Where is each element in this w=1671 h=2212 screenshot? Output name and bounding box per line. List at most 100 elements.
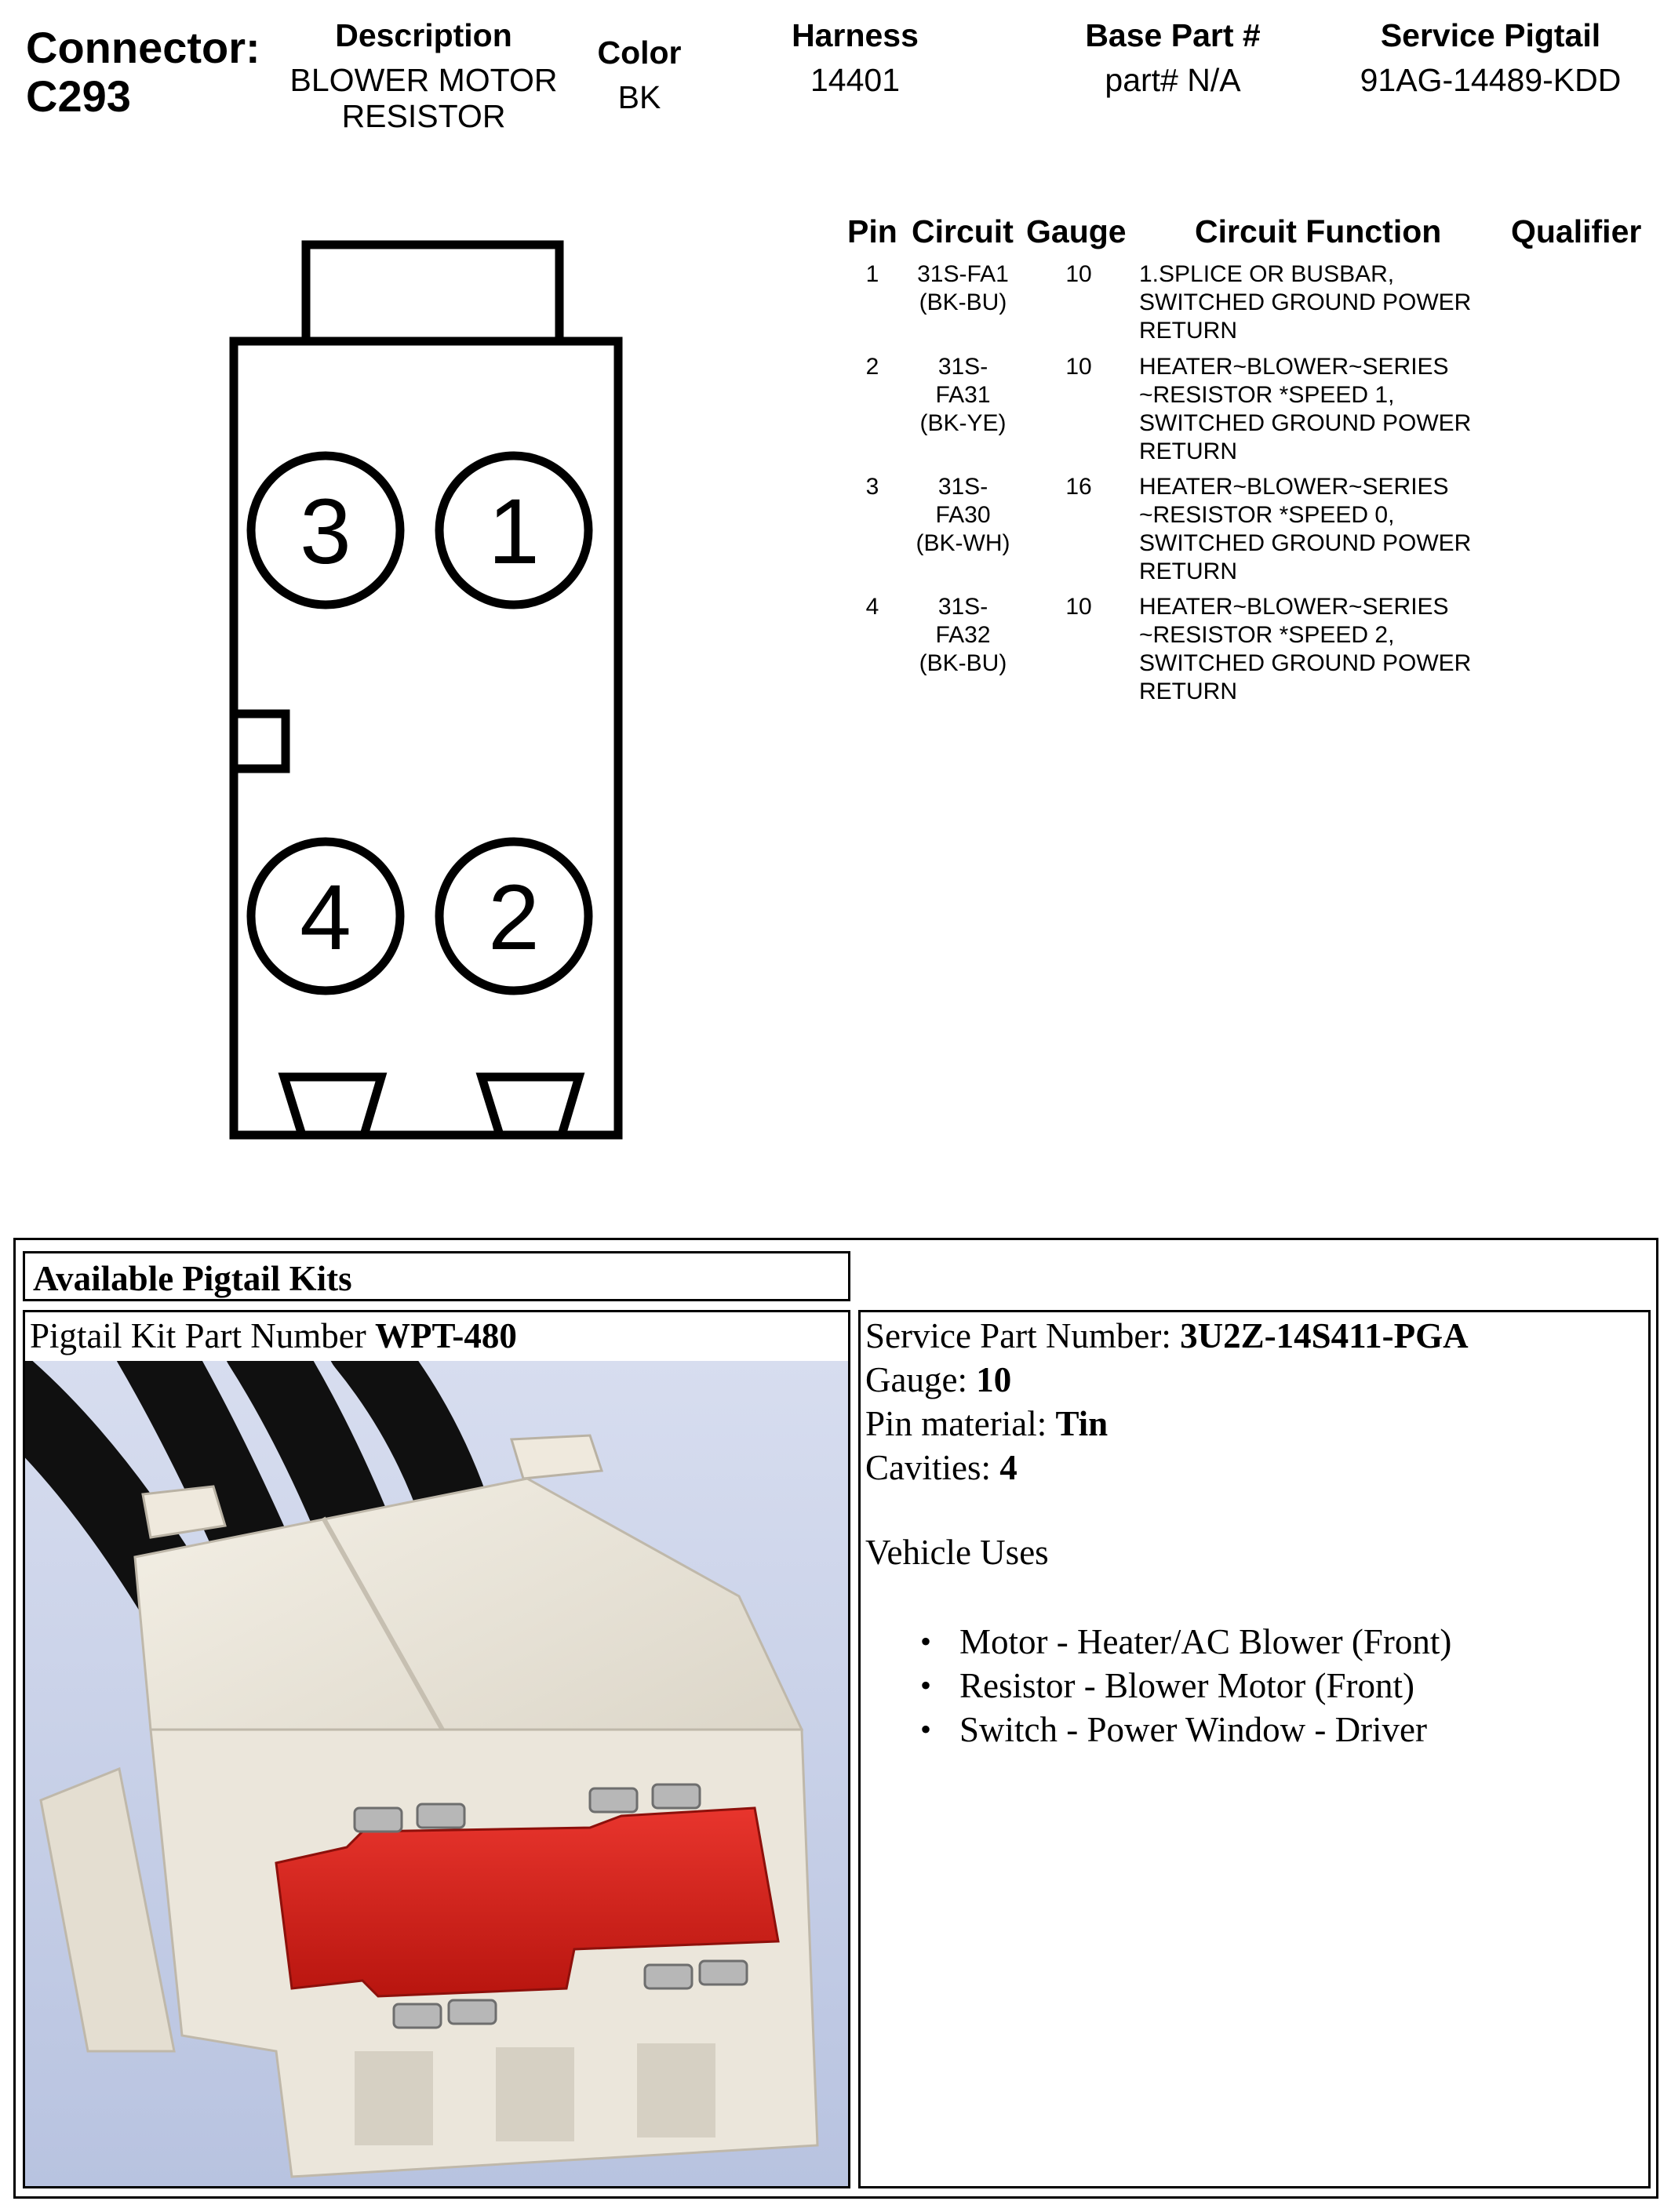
harness-block: Harness 14401 [753,17,957,98]
terminal [643,1963,694,1990]
pin-material-label: Pin material: [865,1404,1056,1443]
function-line: HEATER~BLOWER~SERIES [1139,474,1449,500]
pin-cavity-3 [246,451,405,609]
function-line: SWITCHED GROUND POWER [1139,650,1472,676]
circuit-line: (BK-BU) [919,289,1007,315]
base-part-value: part# N/A [1105,62,1241,98]
pin-number: 1 [865,261,879,287]
terminal [353,1806,403,1833]
kit-part-number-label: Pigtail Kit Part Number [30,1316,375,1355]
function-line: 1.SPLICE OR BUSBAR, [1139,261,1395,287]
circuit-line: 31S- [937,354,988,380]
service-part-label: Service Part Number: [865,1316,1181,1355]
pigtail-kit-photo-panel: Pigtail Kit Part Number WPT-480 [23,1310,850,2188]
pin-function: HEATER~BLOWER~SERIES ~RESISTOR *SPEED 0,… [1139,473,1516,586]
pin-number: 2 [865,354,879,380]
terminal [651,1783,701,1810]
list-item: Motor - Heater/AC Blower (Front) [920,1620,1469,1664]
kit-gauge-value: 10 [976,1360,1012,1399]
service-part-number: Service Part Number: 3U2Z-14S411-PGA [865,1314,1469,1358]
function-line: RETURN [1139,318,1237,344]
circuit-line: 31S- [937,474,988,500]
circuit-line: FA30 [935,502,991,528]
connector-side-rail [39,1766,176,2053]
connector-top-tab [301,240,564,341]
kit-cavities: Cavities: 4 [865,1446,1469,1490]
connector-side-latch [229,709,290,773]
pin-gauge: 10 [1065,354,1092,380]
pin-circuit: 31S- FA32 (BK-BU) [894,593,1032,678]
service-pigtail-value: 91AG-14489-KDD [1360,62,1622,98]
kit-gauge-label: Gauge: [865,1360,977,1399]
service-pigtail-label: Service Pigtail [1380,17,1601,53]
cavities-label: Cavities: [865,1448,1000,1487]
function-line: SWITCHED GROUND POWER [1139,410,1472,436]
pigtail-kits-section [13,1238,1658,2199]
cavities-value: 4 [999,1448,1018,1487]
pigtail-connector-photo [25,1361,848,2186]
pin-label-1: 1 [488,480,540,584]
base-part-block: Base Part # part# N/A [1036,17,1310,98]
pin-number: 3 [865,474,879,500]
pin-gauge: 10 [1065,261,1092,287]
harness-value: 14401 [810,62,900,98]
pigtail-kits-title-box: Available Pigtail Kits [23,1251,850,1301]
function-col-header: Circuit Function [1195,213,1442,249]
terminal [416,1803,466,1829]
list-item: Switch - Power Window - Driver [920,1708,1469,1752]
key-triangle-left [278,1072,388,1137]
terminal [447,1999,497,2025]
function-line: HEATER~BLOWER~SERIES [1139,354,1449,380]
pin-cavity-4 [246,837,405,995]
connector-body-divider [321,1516,467,1770]
terminal [698,1959,748,1986]
key-triangle-right [475,1072,585,1137]
pin-circuit: 31S- FA30 (BK-WH) [894,473,1032,558]
description-label: Description [335,17,512,53]
terminal [392,2003,442,2029]
function-line: HEATER~BLOWER~SERIES [1139,594,1449,620]
kit-specs: Service Part Number: 3U2Z-14S411-PGA Gau… [865,1314,1469,1752]
qualifier-col-header: Qualifier [1511,213,1642,249]
function-line: RETURN [1139,558,1237,584]
kit-part-number-value: WPT-480 [374,1316,517,1355]
pin-gauge: 10 [1065,594,1092,620]
kit-pin-material: Pin material: Tin [865,1402,1469,1446]
function-line: SWITCHED GROUND POWER [1139,530,1472,556]
function-line: SWITCHED GROUND POWER [1139,289,1472,315]
latch-tab-left [141,1485,227,1539]
pin-circuit: 31S- FA31 (BK-YE) [894,353,1032,438]
color-block: Color BK [573,35,706,115]
circuit-line: (BK-WH) [916,530,1010,556]
list-item: Resistor - Blower Motor (Front) [920,1664,1469,1708]
function-line: RETURN [1139,679,1237,704]
connector-id: C293 [26,71,131,121]
latch-tab-right [510,1434,604,1480]
gauge-col-header: Gauge [1026,213,1127,249]
color-value: BK [617,79,661,115]
pin-function: HEATER~BLOWER~SERIES ~RESISTOR *SPEED 2,… [1139,593,1516,706]
pin-gauge: 16 [1065,474,1092,500]
base-part-label: Base Part # [1085,17,1261,53]
connector-face-diagram: 3 1 4 2 [229,240,623,1140]
circuit-col-header: Circuit [912,213,1014,249]
circuit-line: (BK-YE) [919,410,1007,436]
circuit-line: FA31 [935,382,991,408]
description-block: Description BLOWER MOTOR RESISTOR [267,17,581,134]
pin-cavity-2 [435,837,593,995]
kit-part-number-line: Pigtail Kit Part Number WPT-480 [30,1314,517,1358]
pigtail-kits-title: Available Pigtail Kits [33,1259,352,1298]
circuit-line: (BK-BU) [919,650,1007,676]
vehicle-uses-heading: Vehicle Uses [865,1533,1049,1572]
pin-function: 1.SPLICE OR BUSBAR, SWITCHED GROUND POWE… [1139,260,1516,345]
function-line: ~RESISTOR *SPEED 2, [1139,622,1395,648]
pin-label-3: 3 [300,480,351,584]
connector-heading: Connector: C293 [26,24,260,121]
cavity-slot [496,2047,574,2141]
service-pigtail-block: Service Pigtail 91AG-14489-KDD [1334,17,1647,98]
kit-gauge: Gauge: 10 [865,1358,1469,1402]
wire-2 [117,1361,298,1603]
description-line1: BLOWER MOTOR [289,62,558,98]
pin-label-4: 4 [300,866,351,970]
pin-circuit: 31S-FA1 (BK-BU) [894,260,1032,317]
